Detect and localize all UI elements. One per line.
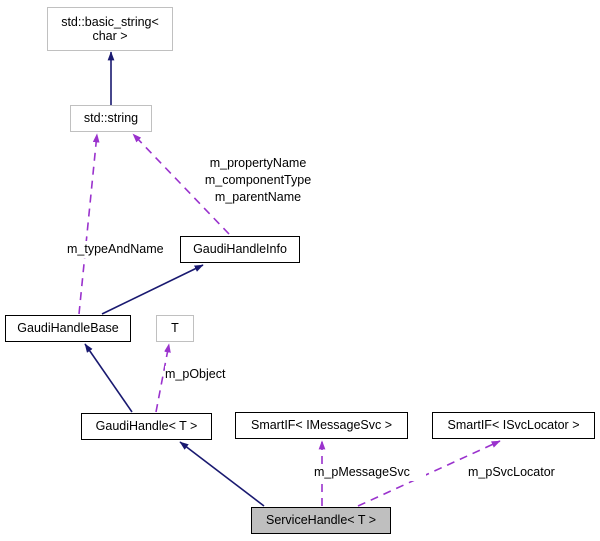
edge-label-property-group: m_propertyName m_componentType m_parentN… [203,155,313,206]
class-node-template-t[interactable]: T [156,315,194,342]
class-node-gaudihandleinfo[interactable]: GaudiHandleInfo [180,236,300,263]
edge-label-type-and-name: m_typeAndName [67,241,174,258]
class-node-gaudihandlebase[interactable]: GaudiHandleBase [5,315,131,342]
class-node-gaudihandle-t[interactable]: GaudiHandle< T > [81,413,212,440]
edge-servicehandle-to-gaudihandle [179,441,265,507]
edge-label-p-message-svc: m_pMessageSvc [314,464,426,481]
class-node-std-string[interactable]: std::string [70,105,152,132]
class-node-std-basic-string[interactable]: std::basic_string< char > [47,7,173,51]
edge-servicehandle-to-smartif-isvclocator [357,440,501,507]
class-node-smartif-imessagesvc[interactable]: SmartIF< IMessageSvc > [235,412,408,439]
edge-gaudihandle-to-gaudihandlebase [84,343,133,413]
class-node-smartif-isvclocator[interactable]: SmartIF< ISvcLocator > [432,412,595,439]
class-node-servicehandle-t[interactable]: ServiceHandle< T > [251,507,391,534]
edge-gaudihandlebase-to-std-string [78,133,100,315]
edge-gaudihandlebase-to-gaudihandleinfo [101,264,204,315]
edge-gaudihandleinfo-to-std-string [132,133,230,235]
edge-label-p-svc-locator: m_pSvcLocator [468,464,572,481]
edge-label-p-object: m_pObject [165,366,237,383]
edge-gaudihandle-to-template-t [155,343,171,413]
